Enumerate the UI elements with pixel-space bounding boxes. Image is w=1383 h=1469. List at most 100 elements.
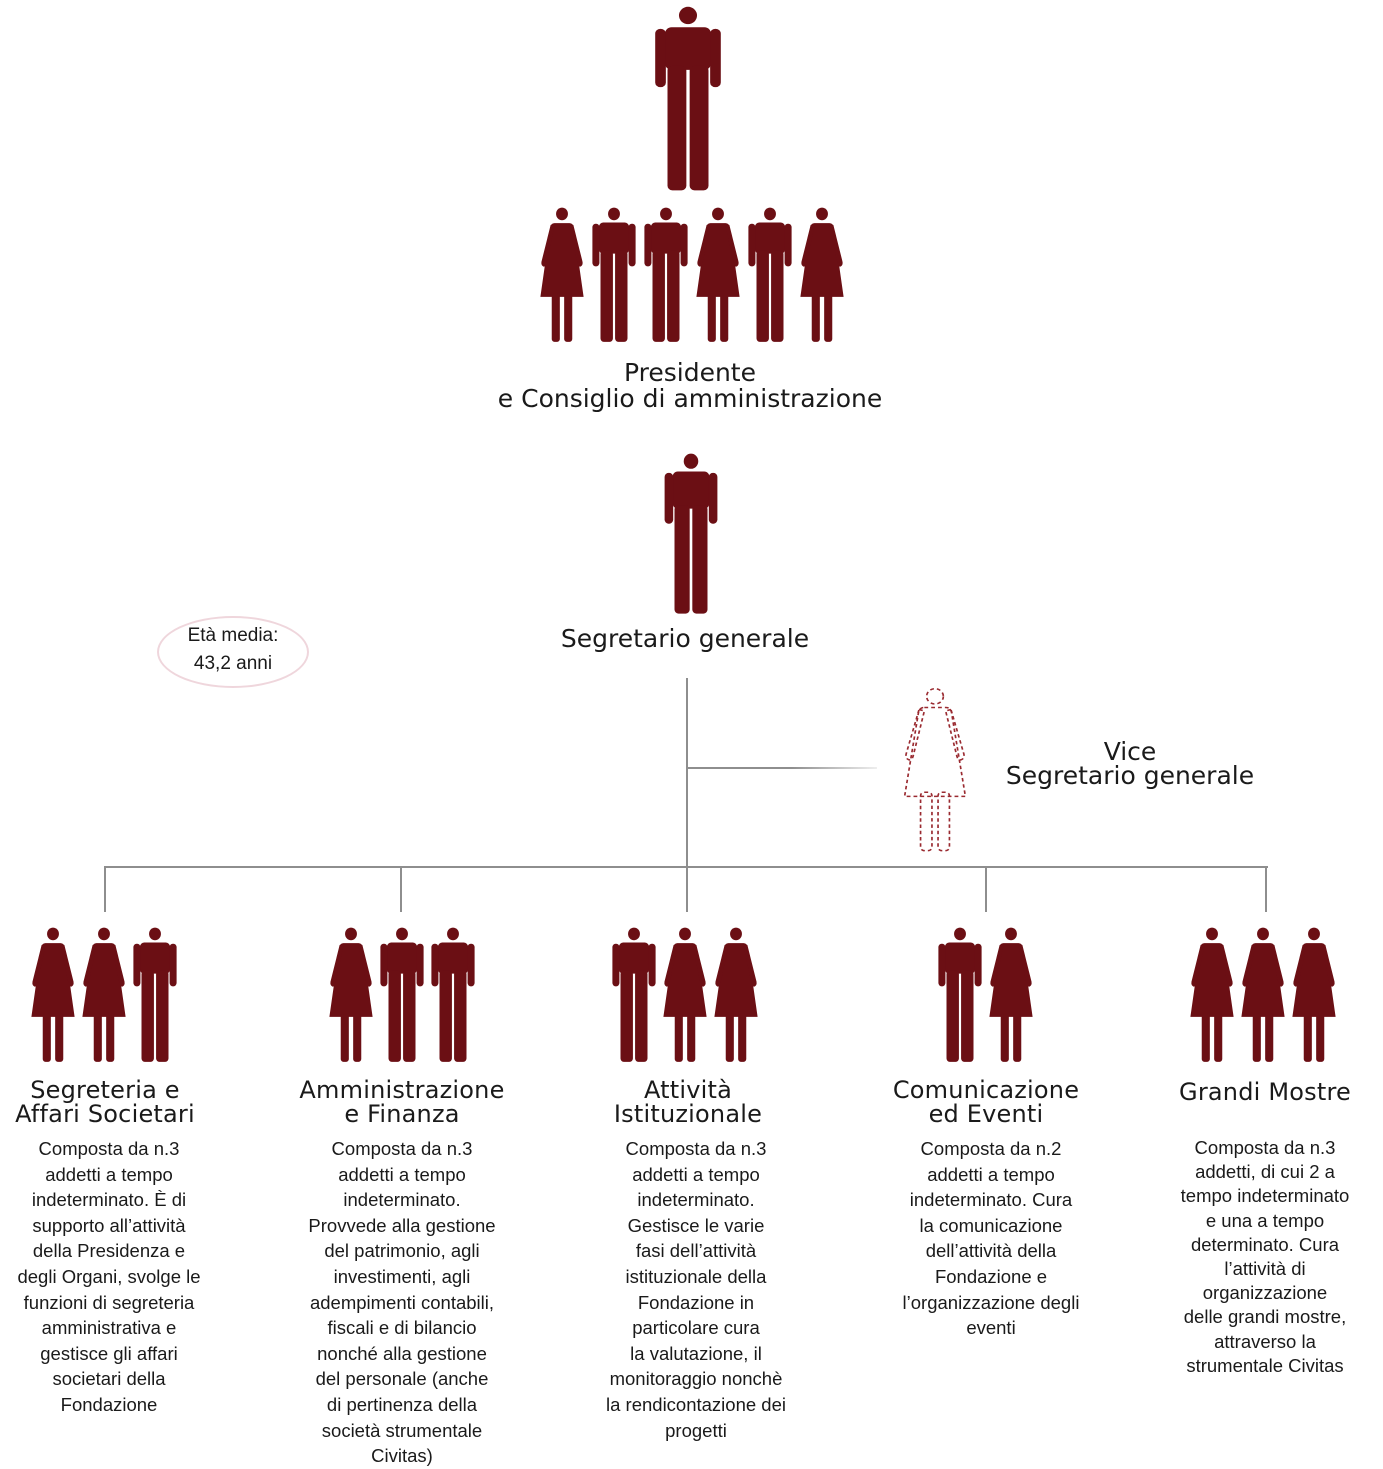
department-description: Composta da n.3 addetti a tempo indeterm… [286,1136,518,1469]
department-title: Amministrazione e Finanza [280,1078,524,1126]
description-line: della Presidenza e [32,1240,186,1262]
department-member-figure [933,927,987,1063]
description-line: monitoraggio nonchè [609,1368,783,1390]
description-line: la valutazione, il [630,1342,762,1364]
description-line: addetti a tempo [632,1163,760,1185]
department-member-figure [1236,927,1290,1063]
man-icon [655,6,721,191]
president-figure [647,6,729,192]
description-line: nonché alla gestione [317,1342,487,1364]
description-line: Fondazione e [934,1265,1048,1287]
connector-vice [687,767,877,769]
department-member-figure [709,927,763,1063]
man-icon [664,453,718,614]
average-age-badge: Età media: 43,2 anni [157,616,309,688]
description-line: progetti [665,1419,727,1441]
department-member-figure [26,927,80,1063]
department-title-line: Segreteria e [30,1076,180,1104]
man-icon [592,207,636,342]
description-line: addetti a tempo [45,1163,173,1185]
department-title-line: ed Eventi [928,1100,1044,1128]
description-line: societari della [52,1368,166,1390]
average-age-value: 43,2 anni [193,653,273,674]
description-line: adempimenti contabili, [309,1291,495,1313]
woman-icon [540,207,584,342]
department-member-figure [984,927,1038,1063]
department-description: Composta da n.2 addetti a tempo indeterm… [880,1136,1102,1341]
connector-vertical-main [686,678,688,868]
man-icon [380,927,424,1062]
description-line: strumentale Civitas [1186,1354,1344,1376]
description-line: addetti a tempo [927,1163,1055,1185]
woman-icon [903,688,967,852]
department-title-line: Comunicazione [892,1076,1080,1104]
description-line: Fondazione [60,1393,158,1415]
description-line: la comunicazione [919,1214,1063,1236]
description-line: fiscali e di bilancio [327,1317,477,1339]
department-description: Composta da n.3 addetti a tempo indeterm… [0,1136,218,1418]
man-icon [431,927,475,1062]
description-line: delle grandi mostre, [1183,1306,1347,1328]
description-line: investimenti, agli [333,1265,471,1287]
department-member-figure [77,927,131,1063]
board-member-figure [587,207,641,343]
man-icon [938,927,982,1062]
description-line: del patrimonio, agli [324,1240,480,1262]
man-icon [748,207,792,342]
man-icon [612,927,656,1062]
woman-icon [800,207,844,342]
president-label-line2: e Consiglio di amministrazione [497,384,883,413]
department-member-figure [607,927,661,1063]
description-line: fasi dell’attività [635,1240,757,1262]
description-line: organizzazione [1202,1282,1328,1304]
department-member-figure [426,927,480,1063]
description-line: la rendicontazione dei [606,1393,786,1415]
description-line: indeterminato. Cura [909,1189,1073,1211]
description-line: tempo indeterminato [1180,1185,1350,1207]
description-line: indeterminato. [343,1189,461,1211]
department-title: Segreteria e Affari Societari [0,1078,210,1126]
woman-icon [1241,927,1285,1062]
president-label: Presidente e Consiglio di amministrazion… [440,360,940,412]
woman-icon [82,927,126,1062]
department-title: Comunicazione ed Eventi [876,1078,1096,1126]
department-title-line: Istituzionale [613,1100,763,1128]
man-icon [644,207,688,342]
segretario-figure [658,453,724,615]
department-description: Composta da n.3 addetti a tempo indeterm… [582,1136,810,1443]
description-line: istituzionale della [625,1265,767,1287]
vice-segretario-label: Vice Segretario generale [990,737,1270,790]
description-line: Fondazione in [637,1291,755,1313]
description-line: Composta da n.2 [920,1138,1062,1159]
department-member-figure [1287,927,1341,1063]
description-line: determinato. Cura [1190,1233,1340,1255]
woman-icon [31,927,75,1062]
board-member-figure [743,207,797,343]
woman-icon [329,927,373,1062]
description-line: gestisce gli affari [40,1342,178,1364]
description-line: l’attività di [1224,1258,1306,1280]
description-line: Composta da n.3 [38,1138,180,1159]
description-line: funzioni di segreteria [23,1291,195,1313]
department-title-line: Attività [643,1076,733,1104]
description-line: indeterminato. [637,1189,755,1211]
description-line: addetti, di cui 2 a [1195,1161,1335,1183]
department-member-figure [324,927,378,1063]
description-line: di pertinenza della [326,1393,478,1415]
woman-icon [1190,927,1234,1062]
description-line: Provvede alla gestione [308,1214,496,1236]
department-title-line: Amministrazione [299,1076,505,1104]
department-member-figure [375,927,429,1063]
president-label-line1: Presidente [624,358,756,387]
description-line: addetti a tempo [338,1163,466,1185]
description-line: indeterminato. È di [31,1189,187,1211]
description-line: Composta da n.3 [331,1138,473,1159]
vice-label-line1: Vice [1103,737,1157,766]
connector-drop-2 [400,866,402,912]
department-title-line: Grandi Mostre [1179,1078,1351,1106]
vice-label-line2: Segretario generale [1005,761,1255,790]
description-line: del personale (anche [315,1368,489,1390]
board-member-figure [795,207,849,343]
description-line: amministrativa e [41,1317,177,1339]
average-age-label: Età media: [187,625,279,646]
